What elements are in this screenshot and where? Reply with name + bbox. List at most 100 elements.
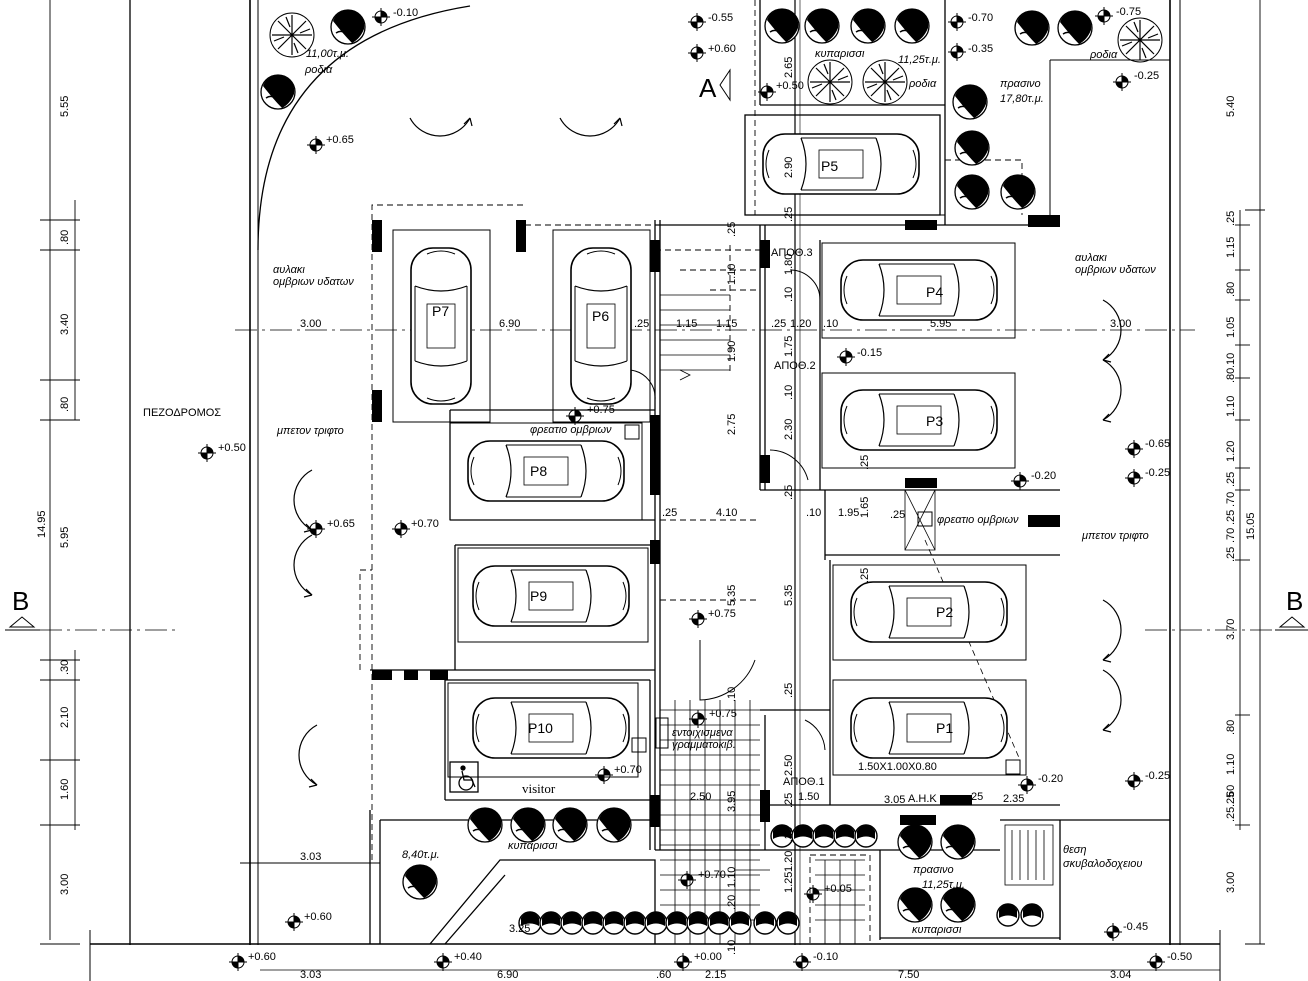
dim-value: 5.35 bbox=[726, 585, 738, 606]
dim-value: .70 bbox=[1225, 492, 1237, 507]
dim-value: .25 bbox=[968, 791, 983, 803]
dim-value: 3.95 bbox=[726, 791, 738, 812]
dim-value: 1.10 bbox=[1225, 754, 1237, 775]
dim-value: 3.05 bbox=[884, 794, 905, 806]
dim-value: .80 bbox=[59, 397, 71, 412]
level-value: +0.50 bbox=[776, 80, 804, 92]
area-labels: ΠΕΖΟΔΡΟΜΟΣ μπετον τριφτο μπετον τριφτο α… bbox=[143, 48, 1156, 936]
dim-value: .25 bbox=[771, 318, 786, 330]
dim-value: .25 bbox=[783, 207, 795, 222]
dim-value: 14.95 bbox=[36, 510, 48, 538]
dim-value: 5.95 bbox=[930, 318, 951, 330]
dim-value: .25 bbox=[634, 318, 649, 330]
level-value: -0.20 bbox=[1031, 470, 1056, 482]
dim-value: 5.40 bbox=[1225, 96, 1237, 117]
dim-value: 1.10 bbox=[1225, 396, 1237, 417]
dim-value: .10 bbox=[1225, 353, 1237, 368]
concrete-label: μπετον τριφτο bbox=[276, 425, 344, 437]
level-value: +0.70 bbox=[698, 869, 726, 881]
dim-value: .25 bbox=[1225, 211, 1237, 226]
dim-value: 4.10 bbox=[716, 507, 737, 519]
dim-value: .80 bbox=[1225, 720, 1237, 735]
dim-value: 6.90 bbox=[499, 318, 520, 330]
dimension-lines bbox=[40, 0, 1265, 945]
dim-value: .25 bbox=[662, 507, 677, 519]
parking-label: P8 bbox=[530, 463, 547, 479]
dim-value: 1.10 bbox=[726, 867, 738, 888]
dim-value: .25 bbox=[726, 222, 738, 237]
level-value: +0.70 bbox=[411, 518, 439, 530]
level-values: -0.10 -0.55 +0.60 +0.50 -0.70 -0.35 -0.7… bbox=[218, 6, 1192, 963]
gutter-label: ομβριων υδατων bbox=[273, 276, 354, 288]
section-label-left: B bbox=[12, 586, 29, 616]
trees bbox=[260, 8, 1163, 935]
dim-value: .30 bbox=[783, 827, 795, 842]
dim-value: 2.50 bbox=[783, 755, 795, 776]
dim-value: 3.70 bbox=[1225, 619, 1237, 640]
storm-well-label: φρεατιο ομβριων bbox=[937, 514, 1019, 526]
parking-label: P10 bbox=[528, 720, 553, 736]
parking-label: P5 bbox=[821, 158, 838, 174]
window-dims-label: 1.50Χ1.00Χ0.80 bbox=[858, 761, 937, 773]
dim-value: 2.90 bbox=[783, 157, 795, 178]
mailboxes-label: γραμματοκιβ. bbox=[672, 739, 736, 751]
level-value: +0.00 bbox=[694, 951, 722, 963]
doors bbox=[629, 269, 826, 751]
bin-label: σκυβαλοδοχειου bbox=[1063, 858, 1142, 870]
level-value: -0.55 bbox=[708, 12, 733, 24]
dim-value: .30 bbox=[59, 660, 71, 675]
dim-value: .25 bbox=[1225, 792, 1237, 807]
gutter-label: αυλακι bbox=[1075, 252, 1107, 264]
gutter-label: αυλακι bbox=[273, 264, 305, 276]
gutter-label: ομβριων υδατων bbox=[1075, 264, 1156, 276]
concrete-label: μπετον τριφτο bbox=[1081, 530, 1149, 542]
dim-value: 3.00 bbox=[59, 874, 71, 895]
level-value: -0.15 bbox=[857, 347, 882, 359]
dim-value: 3.03 bbox=[300, 851, 321, 863]
dim-value: 15.05 bbox=[1245, 512, 1257, 540]
dim-value: 1.15 bbox=[1225, 237, 1237, 258]
dim-value: 1.10 bbox=[726, 264, 738, 285]
level-value: +0.60 bbox=[248, 951, 276, 963]
section-marker-b-right: B bbox=[1275, 586, 1308, 631]
dim-value: 5.35 bbox=[783, 585, 795, 606]
parking-label: P2 bbox=[936, 604, 953, 620]
parking-label: P6 bbox=[592, 308, 609, 324]
dim-value: 1.90 bbox=[726, 341, 738, 362]
dims-right: 5.40 .25 1.15 .80 1.05 .10 .80 1.10 1.20… bbox=[1225, 96, 1257, 893]
visitor-label: visitor bbox=[522, 781, 556, 796]
dims-horizontal: 3.00 6.90 3.00 3.03 6.90 .60 2.15 7.50 3… bbox=[300, 318, 1131, 981]
level-value: -0.25 bbox=[1134, 70, 1159, 82]
cypress-label: κυπαρισσι bbox=[508, 840, 558, 852]
level-value: -0.50 bbox=[1167, 951, 1192, 963]
dim-value: 6.90 bbox=[497, 969, 518, 981]
parking-label: P7 bbox=[432, 303, 449, 319]
green-label: πρασινο bbox=[913, 864, 954, 876]
dim-value: .25 bbox=[1225, 472, 1237, 487]
storage-label: ΑΠΟΘ.3 bbox=[771, 247, 813, 259]
dim-value: 2.30 bbox=[783, 419, 795, 440]
sidewalk-label: ΠΕΖΟΔΡΟΜΟΣ bbox=[143, 407, 221, 419]
cypress-label: κυπαρισσι bbox=[912, 924, 962, 936]
pomegranate-label: ροδια bbox=[908, 78, 937, 90]
dim-value: .25 bbox=[859, 455, 871, 470]
dim-value: .25 bbox=[783, 793, 795, 808]
level-value: +0.40 bbox=[454, 951, 482, 963]
level-value: +0.75 bbox=[709, 708, 737, 720]
section-marker-a: A bbox=[699, 68, 731, 103]
area-label: 11,00τ.μ. bbox=[306, 48, 349, 60]
green-area-label: 11,25τ.μ. bbox=[922, 879, 965, 891]
cypress-label: κυπαρισσι bbox=[815, 48, 865, 60]
dim-value: .25 bbox=[1225, 547, 1237, 562]
parking-label: P3 bbox=[926, 413, 943, 429]
dim-value: 2.10 bbox=[59, 707, 71, 728]
dim-value: 5.55 bbox=[59, 96, 71, 117]
parking-label: P1 bbox=[936, 720, 953, 736]
level-value: -0.10 bbox=[393, 7, 418, 19]
level-value: +0.75 bbox=[587, 404, 615, 416]
level-value: +0.65 bbox=[326, 134, 354, 146]
level-value: -0.25 bbox=[1145, 770, 1170, 782]
parking-label: P9 bbox=[530, 588, 547, 604]
dim-value: .60 bbox=[1225, 785, 1237, 800]
